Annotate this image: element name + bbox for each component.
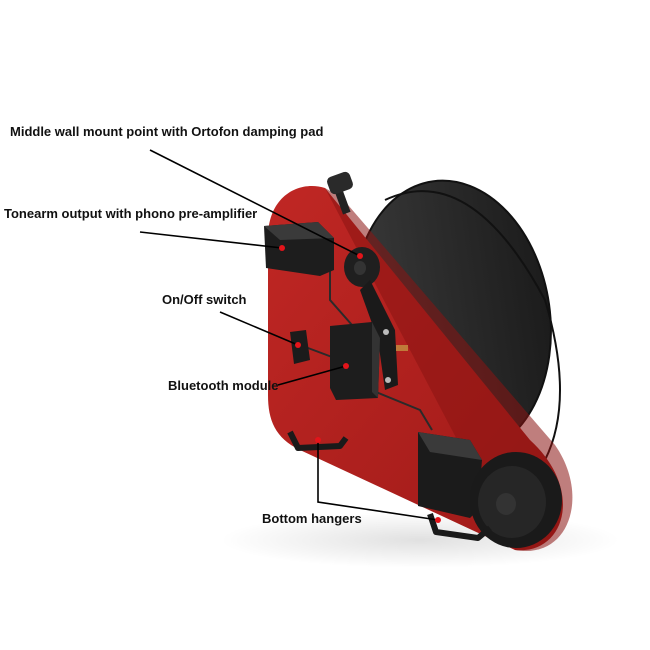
marker-switch — [295, 342, 301, 348]
hanger-right — [427, 513, 492, 541]
marker-tonearm — [279, 245, 285, 251]
bracket-screw-2 — [385, 377, 391, 383]
leader-tonearm — [139, 231, 283, 249]
pulley-hub — [496, 493, 516, 515]
marker-hanger-right — [435, 517, 441, 523]
motor-box-top — [418, 432, 482, 460]
mount-puck-center — [354, 261, 366, 275]
leader-bluetooth — [277, 365, 347, 386]
label-power-switch: On/Off switch — [162, 292, 247, 307]
bluetooth-box-side — [372, 322, 380, 398]
leader-hangers — [317, 440, 439, 521]
tonearm-knob — [327, 171, 353, 195]
mount-bracket — [360, 280, 398, 390]
tonearm-output-box-top — [264, 222, 334, 240]
leader-mount — [149, 149, 361, 257]
tonearm-post — [334, 187, 351, 215]
drive-belt — [384, 190, 561, 461]
label-tonearm-output: Tonearm output with phono pre-amplifier — [4, 206, 258, 221]
bracket-screw-1 — [383, 329, 389, 335]
leader-switch — [219, 311, 299, 346]
label-bottom-hangers: Bottom hangers — [262, 511, 362, 526]
label-bluetooth-module: Bluetooth module — [168, 378, 279, 393]
label-mount-point: Middle wall mount point with Ortofon dam… — [10, 124, 324, 139]
bracket-pin — [396, 345, 408, 351]
marker-bluetooth — [343, 363, 349, 369]
bluetooth-box — [330, 322, 380, 400]
marker-mount — [357, 253, 363, 259]
hanger-left — [287, 430, 349, 451]
marker-hanger-left — [315, 437, 321, 443]
